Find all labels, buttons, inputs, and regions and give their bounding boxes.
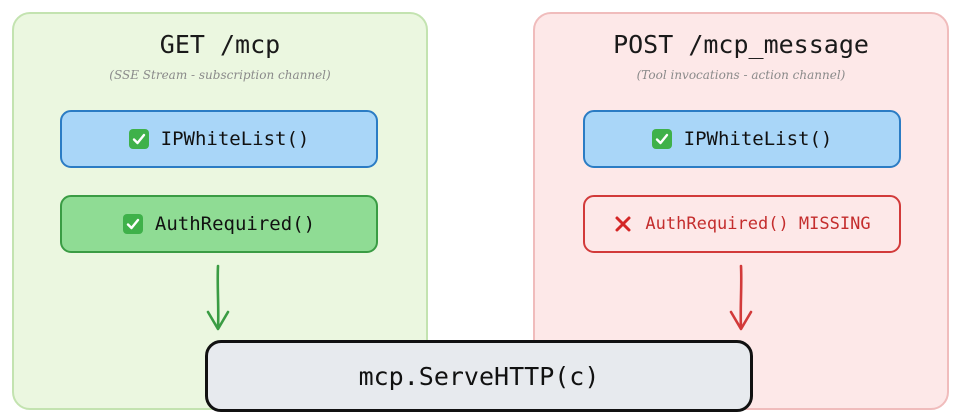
post-mcp-message-title: POST /mcp_message [613, 30, 869, 59]
serve-http-label: mcp.ServeHTTP(c) [358, 361, 600, 391]
left-authrequired-box: AuthRequired() [60, 195, 378, 253]
check-icon [122, 214, 143, 234]
right-authrequired-missing-label: AuthRequired() MISSING [645, 214, 871, 234]
check-icon [128, 129, 149, 149]
serve-http-handler-box: mcp.ServeHTTP(c) [205, 340, 753, 412]
right-ipwhitelist-label: IPWhiteList() [683, 128, 833, 150]
post-mcp-message-subtitle: (Tool invocations - action channel) [636, 68, 846, 82]
red-arrow-down-icon [729, 264, 753, 331]
get-mcp-title: GET /mcp [159, 30, 281, 59]
left-ipwhitelist-box: IPWhiteList() [60, 110, 378, 168]
left-authrequired-label: AuthRequired() [154, 213, 316, 235]
right-authrequired-missing-box: AuthRequired() MISSING [583, 195, 901, 253]
check-icon [651, 129, 672, 149]
left-ipwhitelist-label: IPWhiteList() [160, 128, 310, 150]
right-ipwhitelist-box: IPWhiteList() [583, 110, 901, 168]
green-arrow-down-icon [206, 264, 230, 331]
get-mcp-subtitle: (SSE Stream - subscription channel) [109, 68, 331, 82]
cross-icon [613, 214, 633, 234]
